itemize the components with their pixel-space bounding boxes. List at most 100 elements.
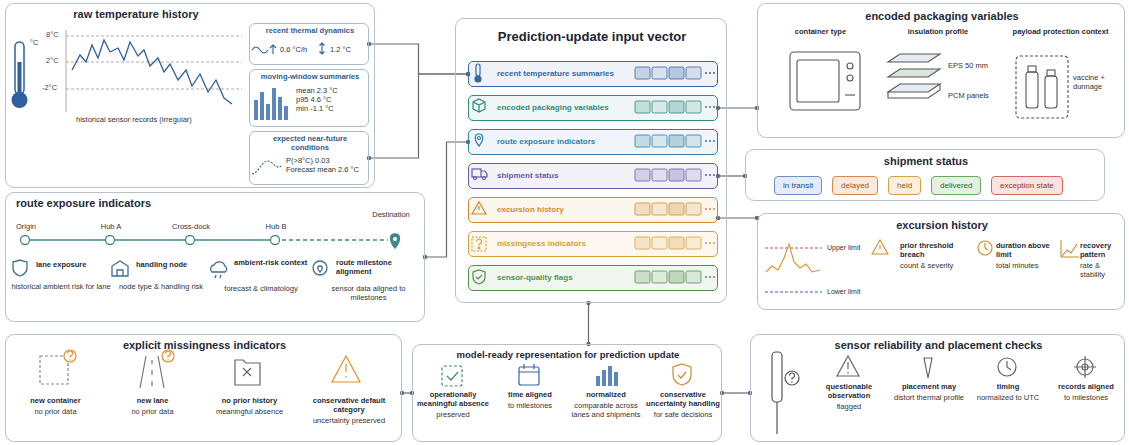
text-group: Origin [6, 223, 46, 232]
icon-stroke [393, 237, 397, 241]
text-label: no prior data [105, 408, 200, 417]
icon-stroke [1045, 76, 1057, 108]
text-label: Cross-dock [166, 223, 216, 232]
connector-end [400, 391, 404, 395]
text-label: recovery pattern [1080, 242, 1124, 260]
text-label: EPS 50 mm [948, 62, 1010, 71]
icon-stroke [260, 92, 264, 120]
icon-stroke [72, 40, 232, 104]
icon-stroke [68, 351, 73, 361]
icon-stroke [1047, 70, 1055, 76]
text-group: shipment status [497, 171, 633, 180]
text-group: Upper limit [827, 244, 871, 252]
text-group: new containerno prior data [8, 397, 103, 417]
text-group: route milestone alignment [336, 259, 422, 277]
text-group: sensor data aligned to milestones [316, 285, 421, 303]
panel-title: sensor reliability and placement checks [751, 339, 1126, 352]
text-group: payload protection context [998, 28, 1123, 37]
icon-stroke [872, 240, 888, 254]
axis-label: 2°C [46, 56, 59, 65]
text-group: route exposure indicators [16, 197, 216, 210]
text-label: rate & stability [1080, 262, 1124, 280]
text-group: placement maydistort thermal profile [891, 383, 967, 403]
text-label: new container [8, 397, 103, 406]
text-group: Destination [361, 211, 421, 220]
icon-stroke [284, 106, 288, 120]
icon-stroke [888, 54, 940, 62]
connector [588, 303, 589, 344]
connector-end [586, 301, 590, 305]
connector [369, 74, 468, 158]
text-label: historical ambient risk for lane [11, 283, 111, 292]
text-group: 0.6 °C/h [280, 46, 324, 55]
connector [718, 217, 757, 218]
text-label: for safe decisions [645, 411, 721, 420]
axis-label: -2°C [42, 83, 57, 92]
icon-stroke [519, 364, 539, 372]
icon-stroke [252, 161, 281, 174]
text-label: new lane [105, 397, 200, 406]
text-group: Prediction-update input vector [456, 29, 728, 44]
text-label: payload protection context [998, 28, 1123, 37]
excursion-illustration [765, 240, 1079, 292]
text-label: insulation profile [883, 28, 993, 37]
text-label: Lower limit [827, 288, 871, 296]
text-group: duration above limittotal minutes [996, 242, 1054, 271]
text-group: EPS 50 mm [948, 62, 1010, 71]
icon-stroke [924, 358, 932, 378]
icon-stroke [602, 370, 606, 386]
text-group: questionable observationflagged [811, 383, 887, 412]
panel-title: Prediction-update input vector [456, 29, 728, 44]
icon-stroke [13, 260, 27, 276]
packaging-illustration [790, 52, 1068, 118]
icon-stroke [790, 373, 795, 383]
icon-stroke [278, 97, 282, 120]
icon-stroke [25, 239, 275, 240]
vector-row: missingness indicators [468, 231, 718, 257]
icon-stroke [112, 261, 128, 276]
axis-label: °C [30, 38, 38, 47]
text-label: P(>8°C) 0.03 [286, 157, 368, 166]
summary-box: moving-window summariesmean 2.3 °Cp95 4.… [249, 69, 369, 127]
text-label: preserved [415, 411, 491, 420]
text-group: historical ambient risk for lane [11, 283, 111, 292]
icon-stroke [1074, 356, 1096, 378]
text-label: node type & handling risk [111, 283, 211, 292]
connector-end [367, 42, 371, 46]
text-label: meaningful absence [202, 408, 297, 417]
text-label: forecast & climatology [211, 285, 311, 294]
text-group: 1.2 °C [330, 46, 368, 55]
icon-stroke [66, 36, 242, 37]
connector-end [720, 391, 724, 395]
text-group: records alignedto milestones [1049, 383, 1123, 403]
missingness-icons [40, 350, 360, 388]
axis-label: 8°C [46, 30, 59, 39]
icon-stroke [1026, 72, 1038, 108]
text-group: route exposure indicators [497, 137, 633, 146]
icon-stroke [106, 236, 115, 245]
text-group: ambient-risk context [234, 259, 314, 268]
text-label: Upper limit [827, 244, 871, 252]
icon-stroke [765, 247, 822, 248]
status-pill: exception state [991, 176, 1063, 195]
text-label: prior threshold breach [900, 242, 972, 260]
icon-stroke [596, 366, 618, 386]
route-panel: route exposure indicatorsOrigin Hub A Cros… [5, 192, 425, 322]
text-label: normalized to UTC [971, 394, 1045, 403]
icon-stroke [271, 236, 280, 245]
vector-row: sensor-quality flags [468, 265, 718, 291]
vector-row: encoded packaging variables [468, 95, 718, 121]
icon-stroke [837, 356, 859, 376]
text-label: encoded packaging variables [497, 103, 633, 112]
vector-row: route exposure indicators [468, 129, 718, 155]
text-label: flagged [811, 403, 887, 412]
text-group: Hub A [91, 223, 131, 232]
text-label: placement may [891, 383, 967, 392]
text-label: recent temperature summaries [497, 69, 633, 78]
text-label: sensor data aligned to milestones [316, 285, 421, 303]
summary-box: recent thermal dynamics0.6 °C/h1.2 °C [249, 23, 369, 65]
icon-stroke [888, 84, 940, 98]
text-label: to milestones [493, 402, 567, 411]
icon-stroke [272, 88, 276, 120]
icon-stroke [1082, 364, 1088, 370]
